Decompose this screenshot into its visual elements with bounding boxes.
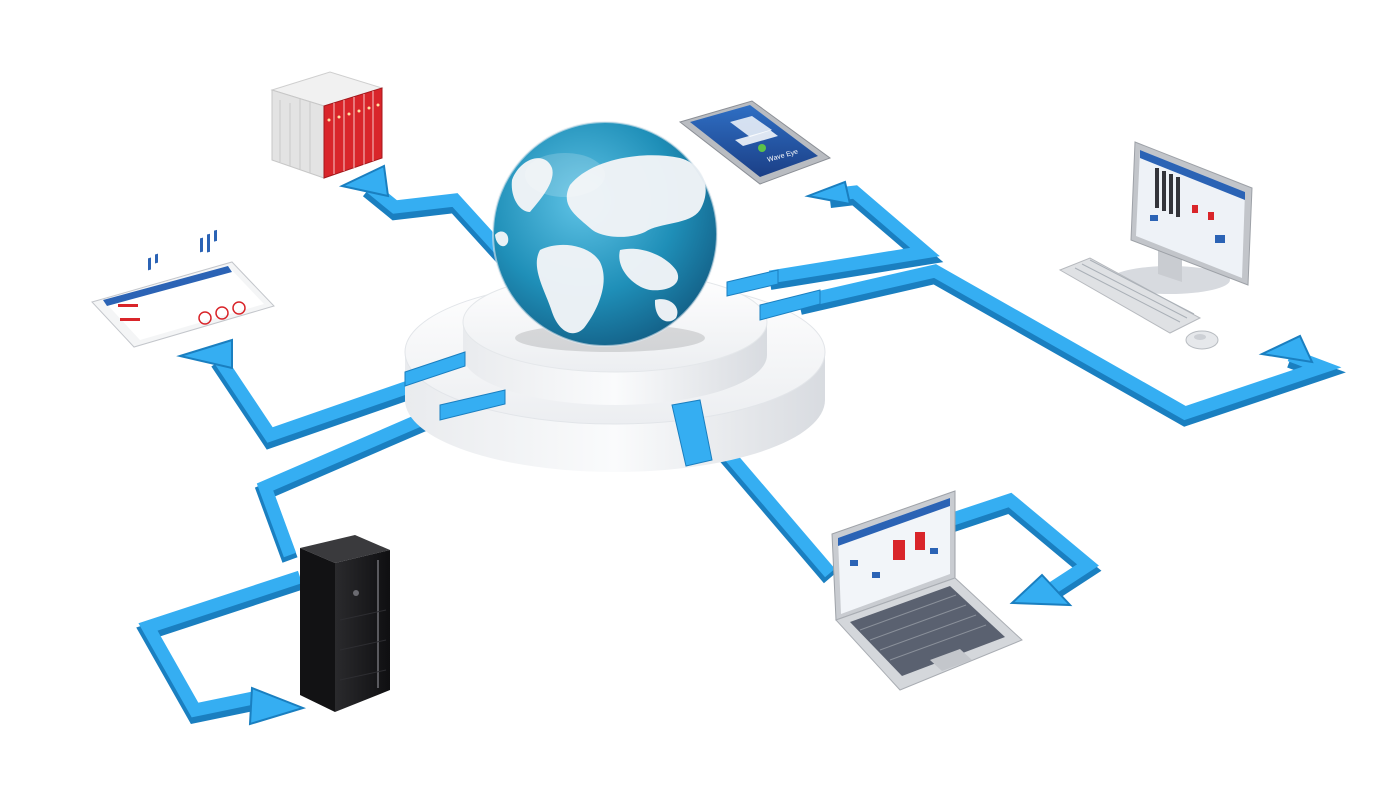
arrowhead-plc [338,164,390,198]
arrowhead-phone [804,180,852,206]
platform-stub-right-1 [726,269,779,297]
platform-stub-front [671,399,713,467]
platform-stub-left-1 [404,351,466,387]
connector-tablet [212,353,423,443]
platform-stub-right-2 [759,289,821,321]
desktop-computer[interactable] [1058,141,1253,350]
hub-platform [404,269,826,472]
laptop-icon [831,490,1023,691]
arrowhead-desktop [1258,334,1314,364]
server-rack-icon [300,535,390,712]
platform-stub-left-2 [439,389,506,421]
connector-server-loop [138,570,303,718]
arrowhead-tablet [176,338,233,370]
server-rack[interactable] [300,535,390,712]
connectors [136,164,1346,726]
connector-plc [363,179,510,260]
connector-server [256,401,453,558]
plc-controller[interactable] [270,71,384,179]
connector-laptop-loop [947,492,1099,599]
globe-hub [492,121,718,352]
plc-module-icon [270,71,384,179]
keyboard-icon [1058,257,1202,334]
laptop[interactable] [831,490,1023,691]
globe-icon [492,121,718,347]
smartphone-icon: Wave Eye [678,100,832,185]
desktop-monitor-icon [1110,141,1253,294]
connector-desktop [798,264,1342,421]
arrowhead-server [248,686,307,726]
smartphone[interactable]: Wave Eye [678,100,832,185]
arrowhead-laptop [1009,573,1073,607]
tablet[interactable] [91,229,275,348]
tablet-icon [91,229,275,348]
mouse-icon [1185,330,1219,350]
